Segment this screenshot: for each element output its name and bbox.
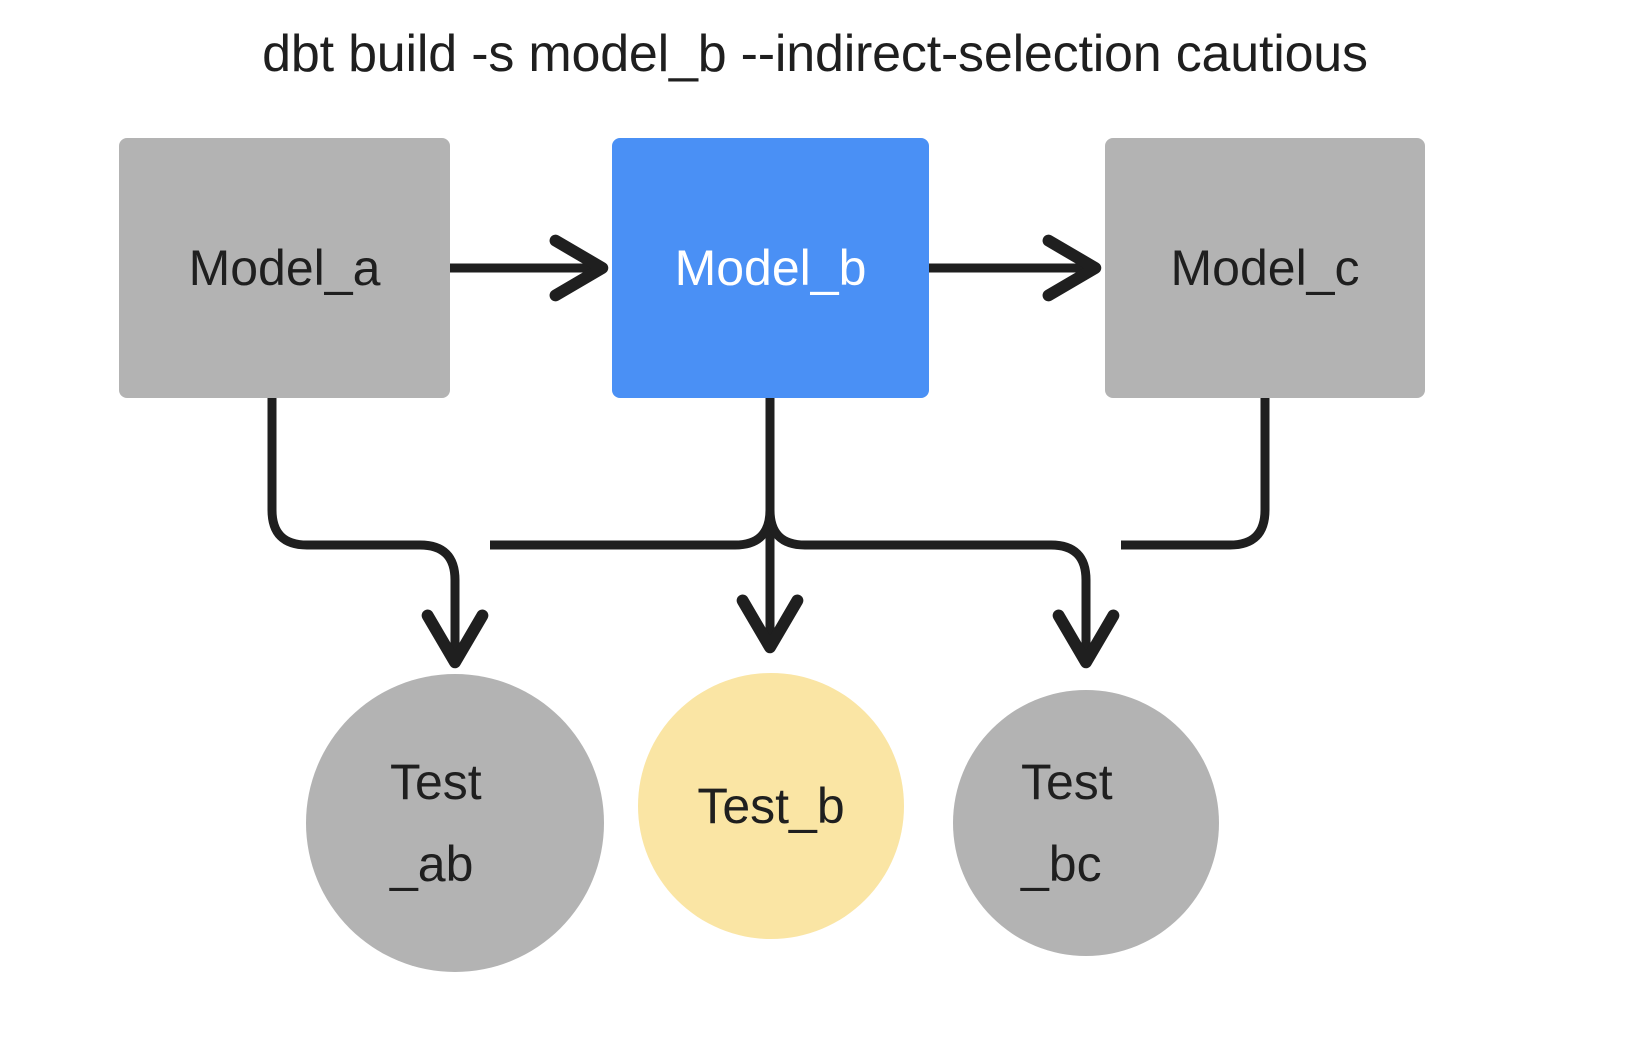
node-test-ab-label-line-1: Test [390,753,482,810]
node-model-a[interactable]: Model_a [119,138,450,398]
edge-model-b-to-test-ab [490,398,775,550]
edge-model-a-to-test-ab [267,398,489,669]
edge-model-b-to-test-bc [765,398,1120,669]
node-test-bc-label-line-1: Test [1021,753,1113,810]
node-model-b-label: Model_b [674,240,867,296]
node-test-bc[interactable]: Test _bc [953,690,1219,956]
node-test-ab-label-line-2: _ab [390,836,474,892]
node-test-bc-label-line-2: _bc [1021,836,1102,892]
node-test-b[interactable]: Test_b [638,673,904,939]
diagram-title: dbt build -s model_b --indirect-selectio… [262,25,1368,83]
node-test-ab[interactable]: Test _ab [306,674,604,972]
node-model-c-label: Model_c [1170,240,1360,296]
node-model-a-label: Model_a [188,240,381,296]
node-test-b-label: Test_b [697,777,845,834]
node-model-b[interactable]: Model_b [612,138,929,398]
edge-model-c-to-test-bc [1121,398,1270,550]
node-model-c[interactable]: Model_c [1105,138,1425,398]
